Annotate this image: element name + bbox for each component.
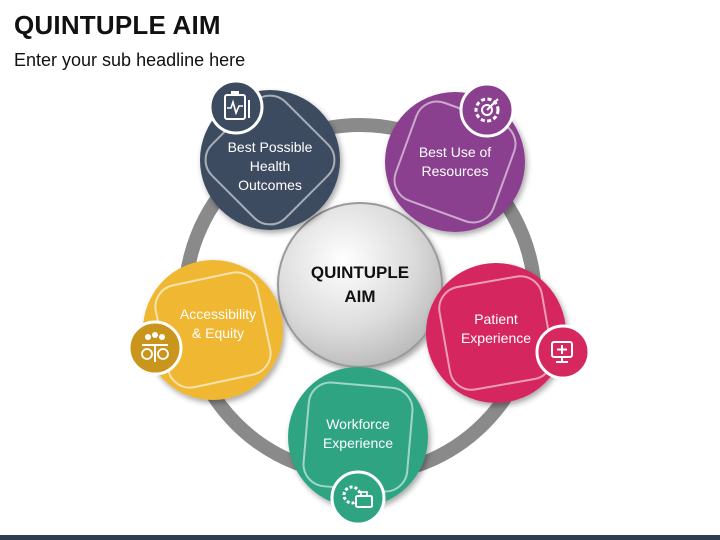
node-workforce-experience: Workforce Experience	[288, 367, 428, 526]
node-label-line: & Equity	[192, 325, 244, 341]
node-label-line: Experience	[461, 330, 531, 346]
page-subtitle: Enter your sub headline here	[14, 50, 246, 70]
node-best-use-of-resources: Best Use of Resources	[385, 82, 525, 232]
gear-briefcase-icon	[330, 470, 386, 526]
node-best-possible-health-outcomes: Best Possible Health Outcomes	[200, 79, 340, 230]
node-accessibility-and-equity: Accessibility & Equity	[127, 260, 283, 400]
node-label-line: Resources	[422, 163, 489, 179]
footer-bar	[0, 535, 720, 540]
node-label-line: Best Use of	[419, 144, 491, 160]
node-label-line: Outcomes	[238, 177, 302, 193]
gear-target-icon	[459, 82, 515, 138]
node-label-line: Workforce	[326, 416, 390, 432]
center-hub: QUINTUPLE AIM	[277, 202, 443, 368]
center-label-line-2: AIM	[344, 287, 375, 306]
node-label-line: Accessibility	[180, 306, 256, 322]
page-title: QUINTUPLE AIM	[14, 10, 221, 40]
center-label-line-1: QUINTUPLE	[311, 263, 409, 282]
node-label-line: Patient	[474, 311, 518, 327]
balance-people-icon	[127, 320, 183, 376]
node-label-line: Best Possible	[228, 139, 313, 155]
clipboard-health-icon	[208, 79, 264, 135]
node-patient-experience: Patient Experience	[426, 263, 591, 403]
node-label-line: Experience	[323, 435, 393, 451]
medical-monitor-icon	[535, 324, 591, 380]
node-label-line: Health	[250, 158, 290, 174]
